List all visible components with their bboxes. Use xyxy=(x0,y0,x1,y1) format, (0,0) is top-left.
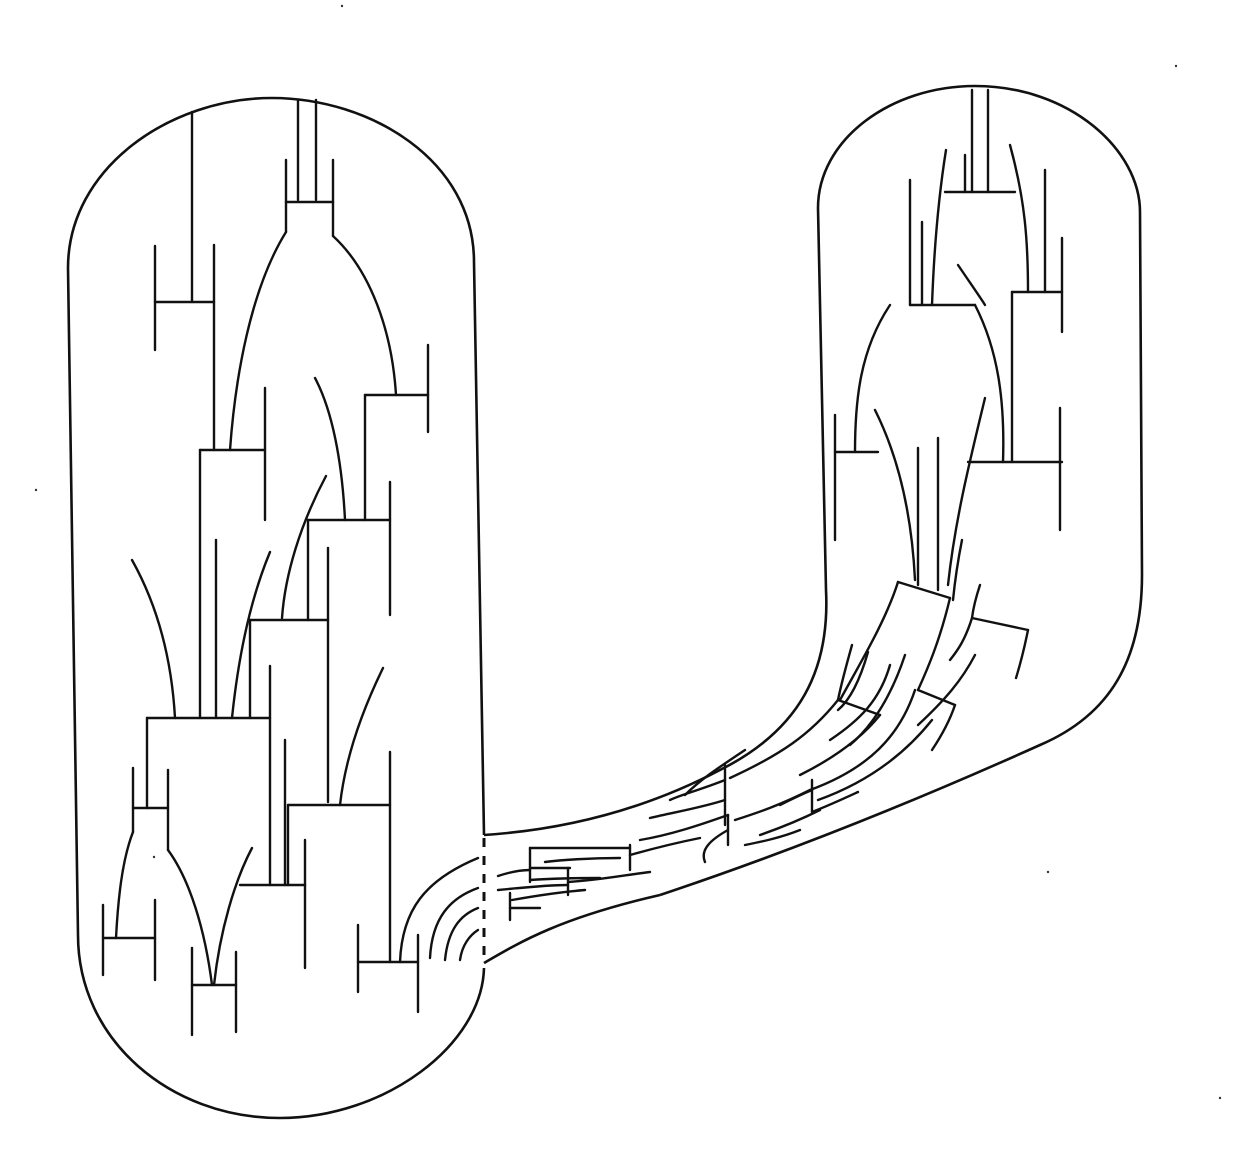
left-tree xyxy=(101,98,480,1037)
right-tree xyxy=(833,88,1064,752)
scan-specks xyxy=(34,4,1222,1100)
bend-strands xyxy=(496,643,934,922)
neck-lower-edge xyxy=(483,893,661,965)
right-capsule-outline xyxy=(483,84,1144,897)
u-shaped-outline xyxy=(66,84,1144,1120)
left-capsule-outline xyxy=(66,96,486,1120)
